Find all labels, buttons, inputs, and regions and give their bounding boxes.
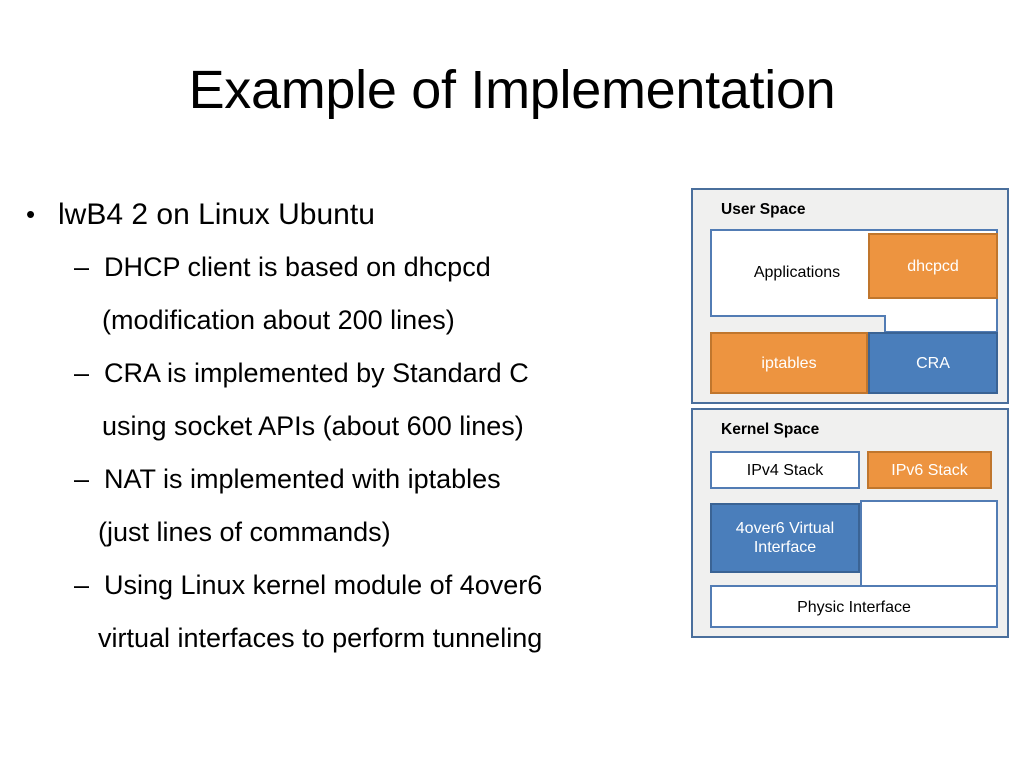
- list-item-label: (modification about 200 lines): [102, 305, 455, 335]
- applications-label: Applications: [753, 263, 841, 281]
- fourover6-label-line1: 4over6 Virtual: [735, 520, 835, 537]
- kernel-space-label: Kernel Space: [721, 421, 820, 438]
- physic-interface-join: [862, 587, 996, 599]
- list-item-continuation: virtual interfaces to perform tunneling: [14, 612, 686, 665]
- ipv6-stack-box: IPv6 Stack: [867, 451, 992, 489]
- list-item: – DHCP client is based on dhcpcd: [14, 241, 686, 294]
- list-item-label: using socket APIs (about 600 lines): [102, 411, 524, 441]
- bullet-marker-dot: •: [26, 199, 36, 229]
- list-item-label: (just lines of commands): [98, 517, 391, 547]
- fourover6-label-line2: Interface: [753, 539, 817, 556]
- bullet-list: • lwB4 2 on Linux Ubuntu – DHCP client i…: [14, 188, 686, 665]
- list-item-label: NAT is implemented with iptables: [104, 464, 501, 494]
- bullet-marker-dash: –: [74, 464, 90, 494]
- physic-interface-box: Physic Interface: [710, 500, 998, 628]
- bullet-marker-dash: –: [74, 570, 90, 600]
- list-item-label: lwB4 2 on Linux Ubuntu: [58, 198, 375, 231]
- list-item-label: DHCP client is based on dhcpcd: [104, 252, 491, 282]
- user-space-panel: User Space Applications dhcpcd iptables …: [691, 188, 1009, 404]
- list-item-label: CRA is implemented by Standard C: [104, 358, 529, 388]
- cra-box: CRA: [868, 332, 998, 394]
- ipv4-stack-box: IPv4 Stack: [710, 451, 860, 489]
- fourover6-virtual-interface-box: 4over6 Virtual Interface: [710, 503, 860, 573]
- dhcpcd-box: dhcpcd: [868, 233, 998, 299]
- kernel-space-panel: Kernel Space IPv4 Stack IPv6 Stack Physi…: [691, 408, 1009, 638]
- list-item: – NAT is implemented with iptables: [14, 453, 686, 506]
- list-item-continuation: (just lines of commands): [14, 506, 686, 559]
- list-item-label: Using Linux kernel module of 4over6: [104, 570, 543, 600]
- list-item: • lwB4 2 on Linux Ubuntu: [14, 188, 686, 241]
- list-item-continuation: (modification about 200 lines): [14, 294, 686, 347]
- bullet-marker-dash: –: [74, 252, 90, 282]
- bullet-marker-dash: –: [74, 358, 90, 388]
- list-item-label: virtual interfaces to perform tunneling: [98, 623, 543, 653]
- list-item: – CRA is implemented by Standard C: [14, 347, 686, 400]
- applications-box-join-b: [712, 291, 886, 315]
- page-title: Example of Implementation: [188, 60, 836, 120]
- iptables-box: iptables: [710, 332, 868, 394]
- applications-box-join-a: [886, 301, 996, 315]
- list-item-continuation: using socket APIs (about 600 lines): [14, 400, 686, 453]
- user-space-label: User Space: [721, 201, 806, 218]
- physic-interface-label: Physic Interface: [797, 598, 911, 616]
- architecture-diagram: User Space Applications dhcpcd iptables …: [691, 188, 1009, 638]
- list-item: – Using Linux kernel module of 4over6: [14, 559, 686, 612]
